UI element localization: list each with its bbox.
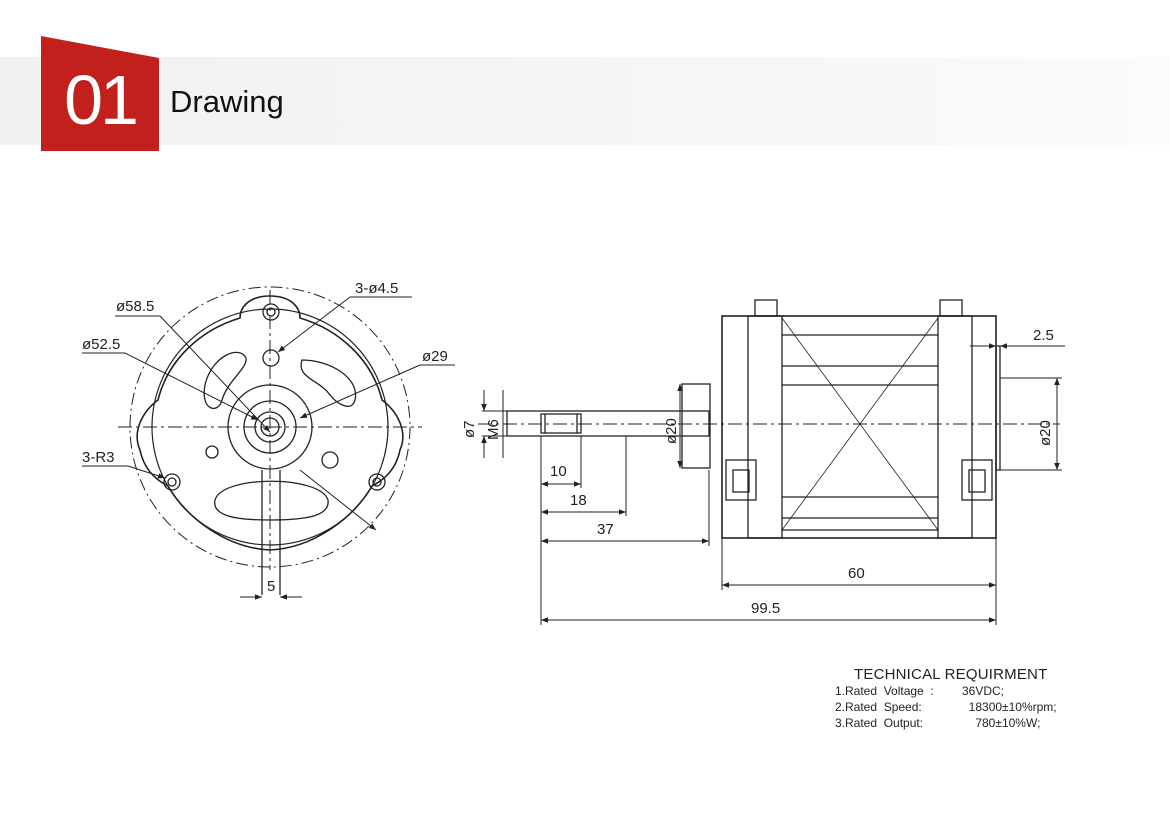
dim-corner-radius: 3-R3 <box>82 449 115 466</box>
tech-value: 780±10%W; <box>962 716 1041 730</box>
dim-slot-width: 5 <box>267 578 275 595</box>
dim-flat-length: 10 <box>550 463 567 480</box>
tech-row: 3.Rated Output: 780±10%W; <box>835 715 1057 731</box>
dim-shaft-length: 37 <box>597 521 614 538</box>
dim-thread-length: 18 <box>570 492 587 509</box>
dim-shaft-dia: ø7 <box>461 420 478 438</box>
dim-mid-dia: ø52.5 <box>82 336 120 353</box>
dim-rear-boss: 2.5 <box>1033 327 1054 344</box>
tech-title: TECHNICAL REQUIRMENT <box>854 666 1048 683</box>
section-badge <box>41 36 159 151</box>
dim-boss-dia-right: ø20 <box>1037 420 1054 446</box>
dim-total-length: 99.5 <box>751 600 780 617</box>
tech-label: 2.Rated Speed: <box>835 700 922 714</box>
dim-holes: 3-ø4.5 <box>355 280 398 297</box>
dim-thread: M6 <box>485 419 502 440</box>
tech-label: 1.Rated Voltage : <box>835 684 934 698</box>
badge-shape <box>41 36 159 151</box>
tech-label: 3.Rated Output: <box>835 716 924 730</box>
side-view <box>478 299 1060 539</box>
technical-requirement: TECHNICAL REQUIRMENT 1.Rated Voltage : 3… <box>835 666 1057 731</box>
dim-hub-dia: ø29 <box>422 348 448 365</box>
section-title: Drawing <box>170 84 284 119</box>
dim-body-length: 60 <box>848 565 865 582</box>
tech-row: 2.Rated Speed: 18300±10%rpm; <box>835 699 1057 715</box>
section-header-band <box>0 57 1170 145</box>
tech-row: 1.Rated Voltage : 36VDC; <box>835 683 1057 699</box>
dim-outer-dia: ø58.5 <box>116 298 154 315</box>
tech-value: 36VDC; <box>962 684 1005 698</box>
dim-boss-dia-left: ø20 <box>663 418 680 444</box>
section-number: 01 <box>64 61 139 139</box>
front-view <box>118 286 422 595</box>
tech-value: 18300±10%rpm; <box>962 700 1057 714</box>
